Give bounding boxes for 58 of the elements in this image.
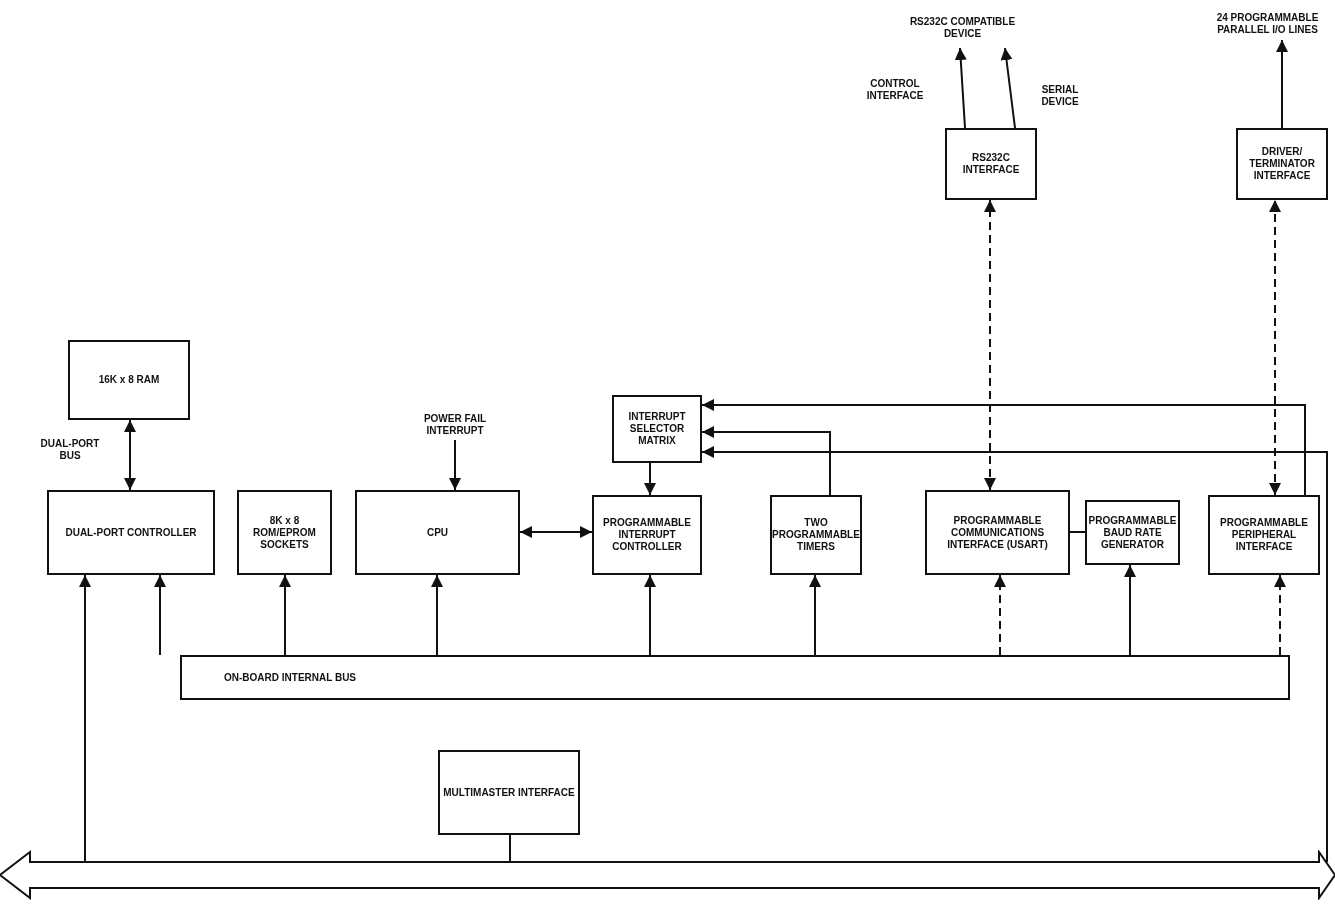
internal-bus-band xyxy=(180,655,1290,700)
block-label: PROGRAMMABLE INTERRUPT CONTROLLER xyxy=(602,516,692,554)
device-label: POWER FAIL INTERRUPT xyxy=(422,412,488,438)
block-label: CPU xyxy=(425,525,450,540)
block-box xyxy=(945,128,1037,200)
block-box xyxy=(1208,495,1320,575)
block-label: ON-BOARD INTERNAL BUS xyxy=(223,670,358,685)
device-label: RS232C COMPATIBLE DEVICE xyxy=(908,15,1017,41)
arrow xyxy=(79,574,91,863)
block-box xyxy=(355,490,520,575)
block-box xyxy=(47,490,215,575)
bus-label: CONTROL INTERFACE xyxy=(865,78,925,102)
bus-label: SERIAL DEVICE xyxy=(1040,84,1080,108)
arrow xyxy=(124,419,136,491)
block-box xyxy=(612,395,702,463)
block-label: PROGRAMMABLE PERIPHERAL INTERFACE xyxy=(1219,516,1309,554)
block-label: 8K x 8 ROM/EPROM SOCKETS xyxy=(252,513,317,552)
block-label: INTERRUPT SELECTOR MATRIX xyxy=(627,410,687,448)
connector-line xyxy=(1069,531,1086,533)
arrow xyxy=(1269,199,1281,496)
arrow xyxy=(519,526,593,538)
arrow xyxy=(279,574,291,656)
arrow xyxy=(1274,574,1286,656)
arrow xyxy=(809,574,821,656)
arrow xyxy=(431,574,443,656)
arrow xyxy=(701,426,831,496)
arrow xyxy=(154,574,166,656)
arrow xyxy=(644,574,656,656)
block-box xyxy=(1085,500,1180,565)
arrow xyxy=(1276,39,1288,129)
arrow xyxy=(449,439,461,491)
block-label: RS232C INTERFACE xyxy=(961,151,1021,177)
bus-double-arrow xyxy=(0,850,1335,900)
connector-line xyxy=(509,834,511,863)
block-label: MULTIMASTER INTERFACE xyxy=(442,785,576,800)
block-label: TWO PROGRAMMABLE TIMERS xyxy=(771,516,861,554)
arrow xyxy=(701,446,1328,863)
block-label: 16K x 8 RAM xyxy=(97,373,161,387)
arrow xyxy=(994,574,1006,656)
block-box xyxy=(592,495,702,575)
arrow xyxy=(701,399,1306,496)
arrow xyxy=(1124,564,1136,656)
block-label: DUAL-PORT CONTROLLER xyxy=(64,525,198,540)
block-box xyxy=(1236,128,1328,200)
block-label: PROGRAMMABLE BAUD RATE GENERATOR xyxy=(1087,513,1178,552)
block-label: PROGRAMMABLE COMMUNICATIONS INTERFACE (USART) xyxy=(946,513,1049,552)
block-box xyxy=(438,750,580,835)
device-label: 24 PROGRAMMABLE PARALLEL I/O LINES xyxy=(1215,11,1320,37)
block-box xyxy=(770,495,862,575)
block-box xyxy=(925,490,1070,575)
arrow xyxy=(954,47,967,129)
bus-label: DUAL-PORT BUS xyxy=(40,438,100,462)
block-box xyxy=(237,490,332,575)
block-box xyxy=(68,340,190,420)
arrow xyxy=(644,462,656,496)
block-label: DRIVER/ TERMINATOR INTERFACE xyxy=(1248,145,1316,183)
arrow xyxy=(984,199,996,491)
arrow xyxy=(1000,47,1016,129)
